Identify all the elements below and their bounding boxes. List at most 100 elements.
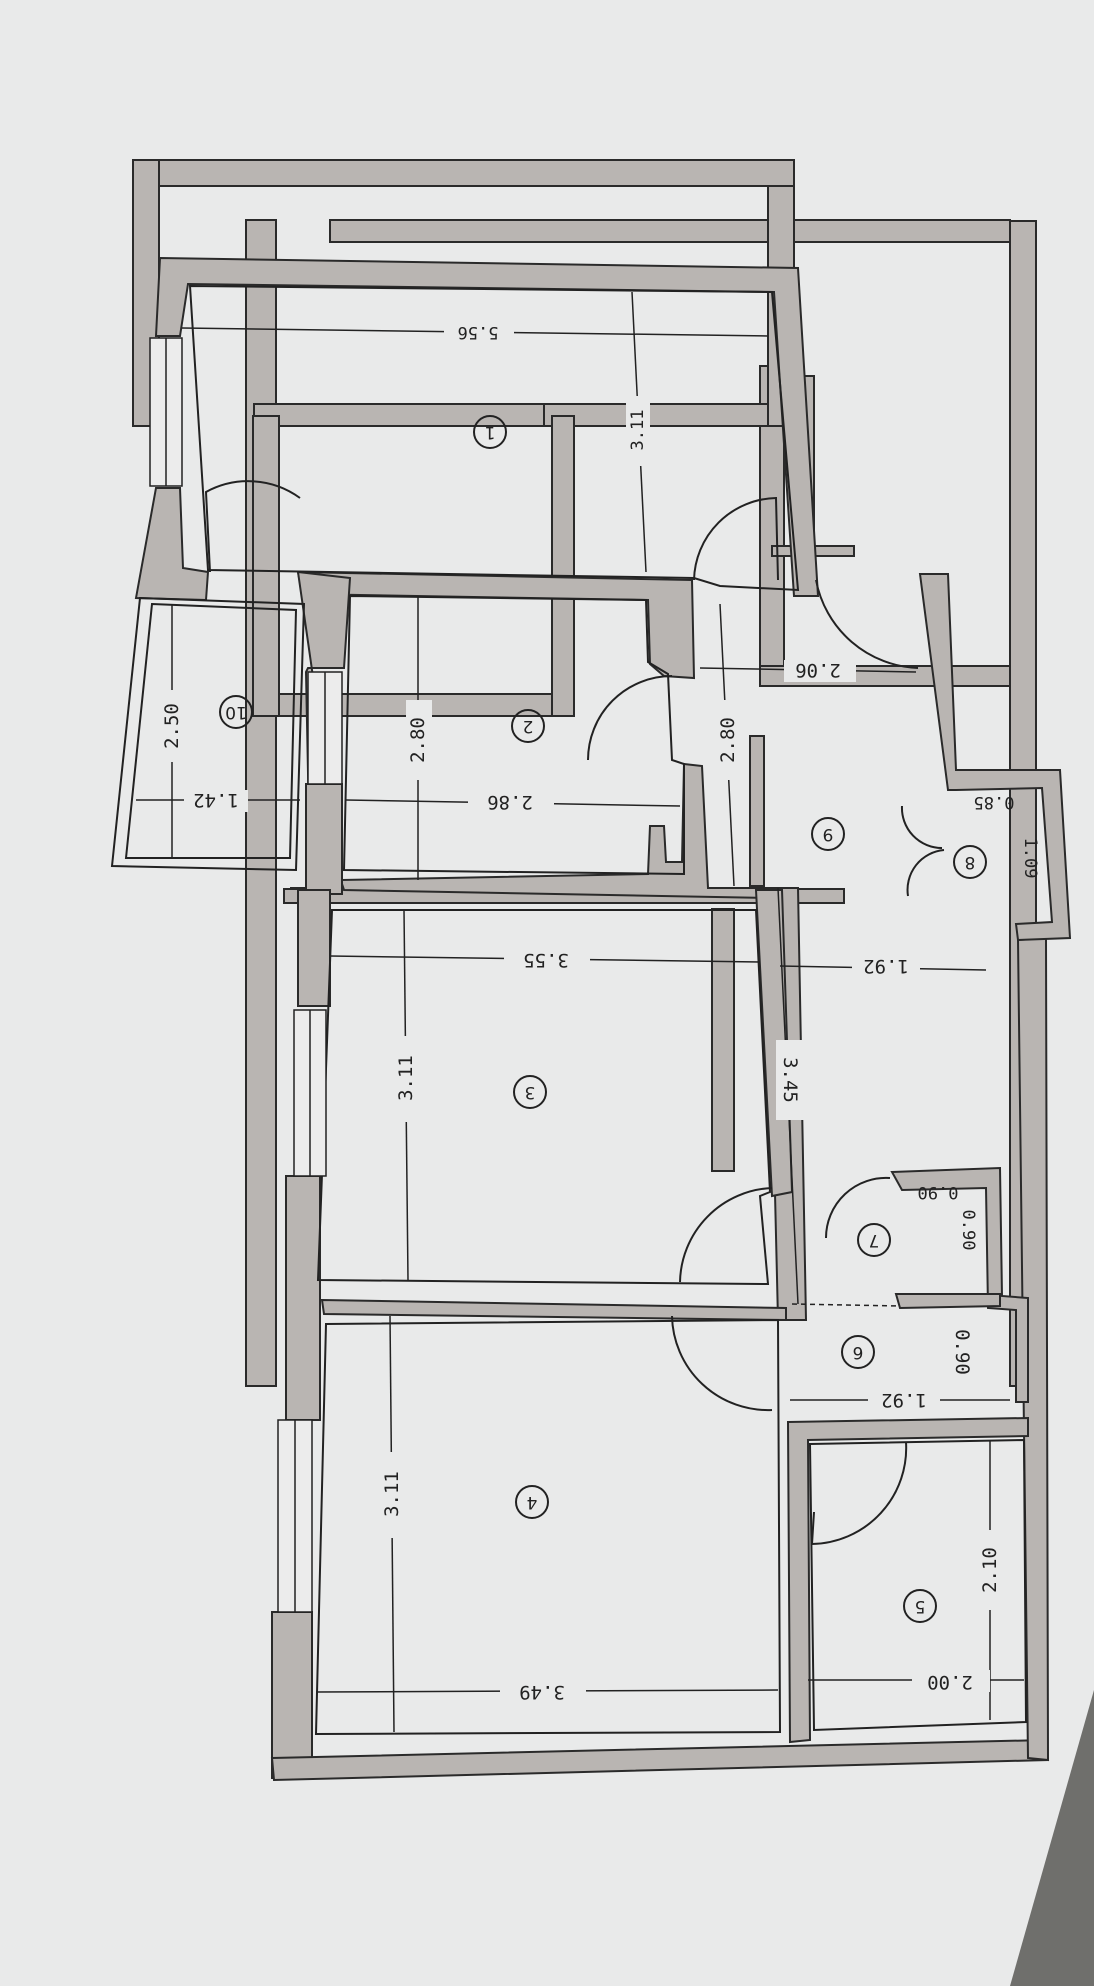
wall-room1-base [253,403,545,427]
room-6-circle [841,1335,875,1369]
dim-bg-room2-h [406,700,432,780]
door-room3 [679,1187,773,1283]
wall-room1-left [134,487,210,602]
dim-room5-width: 2.00 [927,1671,973,1693]
room-6-number: 6 [853,1342,864,1362]
wall-wc-bottom [894,1293,1001,1310]
corridor-threshold [791,1303,901,1307]
room-4-number: 4 [527,1492,538,1512]
outer-wall-bottom-right [329,219,1011,243]
door-room7 [824,1176,891,1239]
door-room1 [204,480,301,573]
wall-left-bottom [271,1611,313,1779]
room-1-circle [473,415,507,449]
dim-room5-height: 2.10 [979,1547,1001,1593]
room-5-circle [903,1589,937,1623]
dim-room3-width: 3.55 [523,949,569,971]
room-number-circles [219,415,987,1623]
wall-room1-far [133,159,795,187]
room-9-number: 9 [823,824,834,844]
room-1-number: 1 [485,422,496,442]
room-8-number: 8 [965,852,976,872]
room-numbers: 1 2 3 4 5 6 7 8 9 10 [225,422,975,1616]
door-room1-b [693,496,779,581]
dim-bg-room9-a [784,660,856,682]
dim-room6-height: 0.90 [951,1329,973,1375]
dim-room2-height: 2.80 [407,717,429,763]
room-7-circle [857,1223,891,1257]
room-10-number: 10 [225,702,247,722]
wall-room3-side [711,908,735,1172]
dim-bg-room5-w [912,1670,990,1692]
dim-bg-room5-h [976,1530,1004,1610]
wall-room2-left [551,415,575,717]
table-surface [1010,1690,1094,1986]
dim-room7-width: 0.90 [918,1182,959,1202]
door-entry [815,579,919,669]
door-room8 [900,805,945,897]
dim-bg-room10-h [158,690,186,762]
outline-room2 [342,594,685,876]
wall-corridor [320,1298,787,1322]
dim-bg-room10-w [184,790,248,812]
dim-bg-room3-w [504,948,590,970]
wall-room8 [918,573,1072,942]
dim-room9-d: 3.45 [779,1057,801,1103]
outline-room3 [316,909,772,1286]
dim-room4-width: 3.49 [519,1681,565,1703]
outline-room5 [808,1438,1028,1732]
room-3-number: 3 [525,1082,536,1102]
dim-bg-room9-d [776,1040,804,1120]
dim-bg-room2-w [468,792,554,812]
room-8-circle [953,845,987,879]
wall-left-mid [297,889,331,1007]
dimension-labels: 5.56 3.11 2.86 2.80 3.55 3.11 3.49 3.11 … [158,320,1040,1703]
dim-bg-room4-h [380,1452,406,1538]
dim-room8-height: 1.09 [1020,838,1040,879]
dim-bg-room9-b [714,700,742,780]
dim-bg-room1-w [444,320,514,340]
room-2-number: 2 [523,716,534,736]
dim-room9-b: 2.80 [717,717,739,763]
wall-room1 [154,256,820,597]
room-7-number: 7 [869,1230,880,1250]
door-room4 [671,1315,773,1412]
room-4-circle [515,1485,549,1519]
door-room5 [810,1441,908,1546]
doors [204,480,945,1546]
dim-room3-height: 3.11 [395,1055,417,1101]
room-2-circle [511,709,545,743]
dim-room10-height: 2.50 [161,703,183,749]
dim-room9-a: 2.06 [795,659,841,681]
wall-left-upper [305,783,343,895]
room-3-circle [513,1075,547,1109]
walls-screen [134,256,1072,1782]
dim-bg-room4-w [500,1680,586,1702]
dim-bg-room3-h [394,1036,420,1122]
dim-room10-width: 1.42 [193,789,239,811]
outline-balcony [110,596,306,872]
outline-room1 [188,284,800,592]
dim-room1-height: 3.11 [628,410,648,451]
dim-bg-room6-w [868,1390,940,1412]
door-room2 [587,675,673,761]
wall-left-lower [285,1175,321,1421]
dim-room4-height: 3.11 [381,1471,403,1517]
windows [149,337,343,1613]
dim-room1-width: 5.56 [458,322,499,342]
wall-bath [786,1416,1029,1744]
wall-room23 [749,735,765,887]
dim-room6-width: 1.92 [881,1389,927,1411]
dim-room7-height: 0.90 [958,1210,978,1251]
dim-bg-room9-c [852,956,920,978]
wall-balcony [252,415,280,717]
wall-room4-outer [245,219,277,1387]
room-10-circle [219,695,253,729]
dim-bg-room1-h [626,396,650,466]
dim-room2-width: 2.86 [487,791,533,813]
room-outlines [110,284,1028,1736]
outline-room4 [314,1318,782,1736]
room-9-circle [811,817,845,851]
